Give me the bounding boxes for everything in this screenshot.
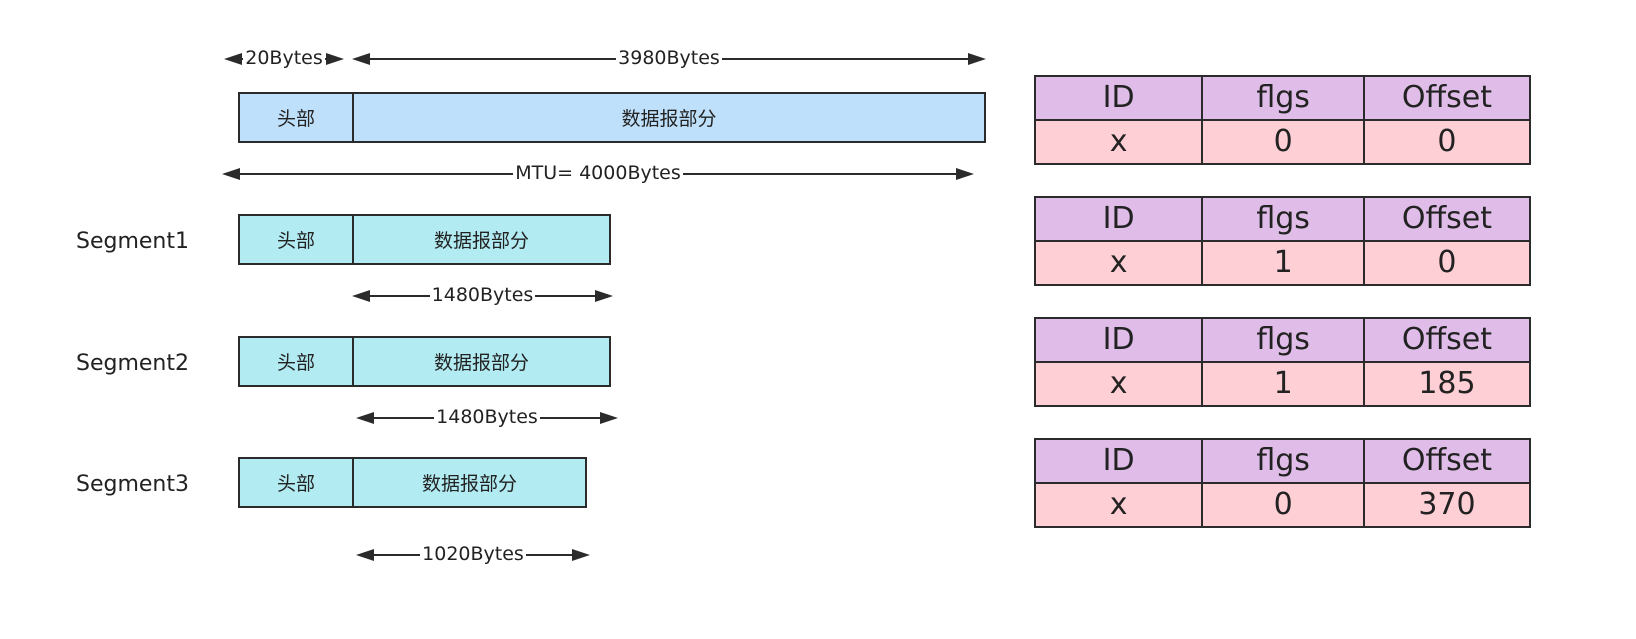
segment3-size-arrow: 1020Bytes <box>356 543 590 565</box>
fragment-table-segment2: ID flgs Offset x 1 185 <box>1033 317 1532 407</box>
flgs-header: flgs <box>1201 438 1365 484</box>
id-header: ID <box>1033 75 1204 121</box>
mtu-label: MTU= 4000Bytes <box>513 162 683 184</box>
segment3-packet: 头部 数据报部分 <box>238 457 587 508</box>
flgs-value: 0 <box>1201 482 1365 528</box>
offset-value: 0 <box>1362 240 1532 286</box>
flgs-header: flgs <box>1201 317 1365 363</box>
offset-header: Offset <box>1362 75 1532 121</box>
segment3-size-label: 1020Bytes <box>420 543 526 565</box>
datagram-data: 数据报部分 <box>621 108 717 130</box>
segment1-size-label: 1480Bytes <box>429 284 536 306</box>
original-datagram: 头部 数据报部分 <box>238 92 986 143</box>
offset-header: Offset <box>1362 317 1532 363</box>
segment2-size-label: 1480Bytes <box>434 406 540 428</box>
header-size-arrow: 20Bytes <box>224 47 344 69</box>
flgs-value: 0 <box>1201 119 1365 165</box>
id-header: ID <box>1033 438 1204 484</box>
id-header: ID <box>1033 317 1204 363</box>
datagram-header: 头部 <box>240 94 354 141</box>
offset-header: Offset <box>1362 438 1532 484</box>
offset-value: 370 <box>1362 482 1532 528</box>
data-size-arrow: 3980Bytes <box>352 47 986 69</box>
flgs-value: 1 <box>1201 361 1365 407</box>
segment1-label: Segment1 <box>76 229 189 254</box>
id-header: ID <box>1033 196 1204 242</box>
offset-value: 0 <box>1362 119 1532 165</box>
id-value: x <box>1033 482 1204 528</box>
offset-value: 185 <box>1362 361 1532 407</box>
segment2-label: Segment2 <box>76 351 189 376</box>
segment2-packet: 头部 数据报部分 <box>238 336 611 387</box>
flgs-header: flgs <box>1201 196 1365 242</box>
fragment-table-segment3: ID flgs Offset x 0 370 <box>1033 438 1532 528</box>
id-value: x <box>1033 240 1204 286</box>
segment2-header: 头部 <box>240 338 354 385</box>
data-size-label: 3980Bytes <box>616 47 722 69</box>
segment3-label: Segment3 <box>76 472 189 497</box>
segment3-header: 头部 <box>240 459 354 506</box>
segment1-packet: 头部 数据报部分 <box>238 214 611 265</box>
segment1-data: 数据报部分 <box>433 230 529 252</box>
header-size-label: 20Bytes <box>243 47 325 69</box>
segment2-size-arrow: 1480Bytes <box>356 406 618 428</box>
segment1-size-arrow: 1480Bytes <box>352 284 613 306</box>
id-value: x <box>1033 119 1204 165</box>
id-value: x <box>1033 361 1204 407</box>
flgs-value: 1 <box>1201 240 1365 286</box>
fragment-table-original: ID flgs Offset x 0 0 <box>1033 75 1532 165</box>
offset-header: Offset <box>1362 196 1532 242</box>
mtu-arrow: MTU= 4000Bytes <box>222 162 974 184</box>
segment3-data: 数据报部分 <box>421 473 517 495</box>
flgs-header: flgs <box>1201 75 1365 121</box>
segment1-header: 头部 <box>240 216 354 263</box>
fragment-table-segment1: ID flgs Offset x 1 0 <box>1033 196 1532 286</box>
segment2-data: 数据报部分 <box>433 352 529 374</box>
